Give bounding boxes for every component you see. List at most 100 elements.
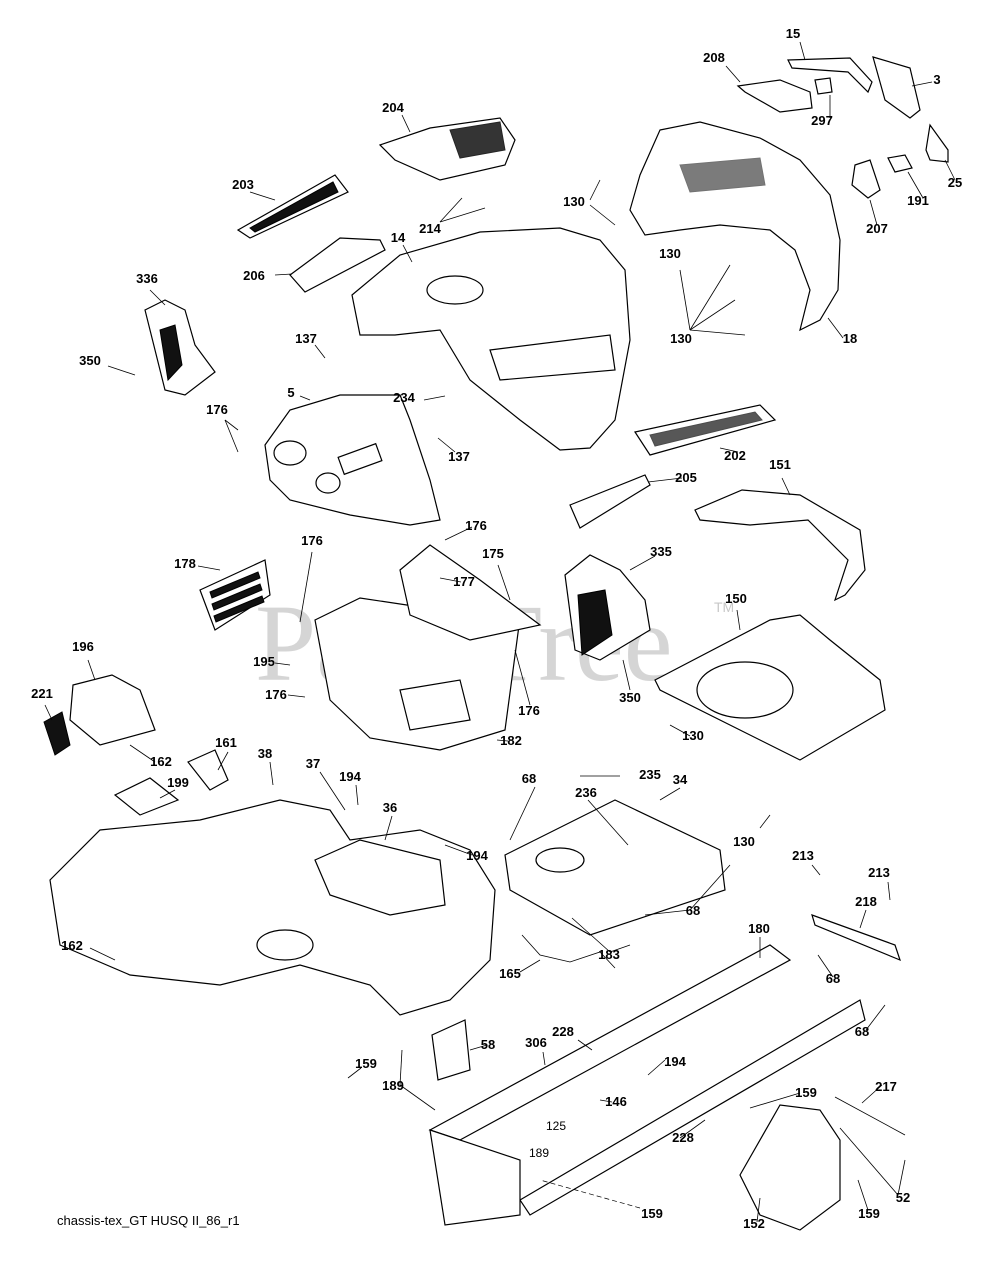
callout-205[interactable]: 205 [675,470,697,485]
callout-208[interactable]: 208 [703,50,725,65]
callout-137[interactable]: 137 [448,449,470,464]
callout-146[interactable]: 146 [605,1094,627,1109]
callout-159[interactable]: 159 [641,1206,663,1221]
callout-5[interactable]: 5 [287,385,294,400]
callout-68[interactable]: 68 [826,971,840,986]
callout-152[interactable]: 152 [743,1216,765,1231]
callout-162[interactable]: 162 [61,938,83,953]
callout-150[interactable]: 150 [725,591,747,606]
callout-194[interactable]: 194 [664,1054,686,1069]
part-175[interactable] [399,544,542,641]
part-bracket-208[interactable] [736,79,813,113]
part-grille-202[interactable] [634,404,777,456]
callout-176[interactable]: 176 [301,533,323,548]
part-vent-178[interactable] [199,559,271,631]
callout-3[interactable]: 3 [933,72,940,87]
callout-130[interactable]: 130 [670,331,692,346]
callout-182[interactable]: 182 [500,733,522,748]
part-25[interactable] [925,123,949,163]
callout-336[interactable]: 336 [136,271,158,286]
part-decal-221[interactable] [43,711,71,756]
callout-189[interactable]: 189 [382,1078,404,1093]
callout-350[interactable]: 350 [79,353,101,368]
part-207[interactable] [851,159,881,199]
callout-306[interactable]: 306 [525,1035,547,1050]
part-bumper-18[interactable] [629,121,841,332]
callout-68[interactable]: 68 [522,771,536,786]
callout-68[interactable]: 68 [855,1024,869,1039]
callout-38[interactable]: 38 [258,746,272,761]
callout-194[interactable]: 194 [466,848,488,863]
callout-159[interactable]: 159 [355,1056,377,1071]
callout-58[interactable]: 58 [481,1037,495,1052]
callout-159[interactable]: 159 [858,1206,880,1221]
callout-175[interactable]: 175 [482,546,504,561]
part-fender-deck[interactable] [49,799,496,1016]
callout-68[interactable]: 68 [686,903,700,918]
callout-130[interactable]: 130 [563,194,585,209]
callout-214[interactable]: 214 [419,221,441,236]
callout-161[interactable]: 161 [215,735,237,750]
callout-203[interactable]: 203 [232,177,254,192]
callout-130[interactable]: 130 [659,246,681,261]
part-bracket-218[interactable] [811,914,901,962]
callout-207[interactable]: 207 [866,221,888,236]
callout-165[interactable]: 165 [499,966,521,981]
callout-213[interactable]: 213 [792,848,814,863]
callout-130[interactable]: 130 [733,834,755,849]
part-bracket-58[interactable] [431,1019,471,1081]
callout-36[interactable]: 36 [383,800,397,815]
callout-191[interactable]: 191 [907,193,929,208]
part-pan-150[interactable] [654,614,886,761]
callout-176[interactable]: 176 [518,703,540,718]
part-205[interactable] [569,474,651,529]
callout-151[interactable]: 151 [769,457,791,472]
callout-235[interactable]: 235 [639,767,661,782]
part-rod-217[interactable] [834,1096,906,1136]
callout-176[interactable]: 176 [206,402,228,417]
part-191[interactable] [887,154,913,173]
callout-195[interactable]: 195 [253,654,275,669]
callout-196[interactable]: 196 [72,639,94,654]
callout-217[interactable]: 217 [875,1079,897,1094]
callout-34[interactable]: 34 [673,772,688,787]
callout-52[interactable]: 52 [896,1190,910,1205]
callout-159[interactable]: 159 [795,1085,817,1100]
callout-221[interactable]: 221 [31,686,53,701]
callout-183[interactable]: 183 [598,947,620,962]
part-frame-180[interactable] [428,944,866,1226]
part-3[interactable] [872,56,921,119]
part-seat-mount-152[interactable] [739,1104,841,1231]
part-dash-5[interactable] [264,394,441,526]
callout-15[interactable]: 15 [786,26,800,41]
callout-236[interactable]: 236 [575,785,597,800]
callout-297[interactable]: 297 [811,113,833,128]
callout-199[interactable]: 199 [167,775,189,790]
callout-37[interactable]: 37 [306,756,320,771]
callout-189[interactable]: 189 [529,1146,549,1160]
part-196[interactable] [69,674,156,746]
part-199[interactable] [113,777,180,816]
callout-130[interactable]: 130 [682,728,704,743]
callout-350[interactable]: 350 [619,690,641,705]
callout-194[interactable]: 194 [339,769,361,784]
callout-218[interactable]: 218 [855,894,877,909]
part-headlight-15[interactable] [787,57,873,94]
callout-180[interactable]: 180 [748,921,770,936]
callout-18[interactable]: 18 [843,331,857,346]
callout-335[interactable]: 335 [650,544,672,559]
callout-176[interactable]: 176 [465,518,487,533]
part-165[interactable] [521,934,616,969]
callout-228[interactable]: 228 [552,1024,574,1039]
callout-206[interactable]: 206 [243,268,265,283]
callout-162[interactable]: 162 [150,754,172,769]
callout-176[interactable]: 176 [265,687,287,702]
part-hood-14[interactable] [351,227,631,451]
callout-213[interactable]: 213 [868,865,890,880]
callout-228[interactable]: 228 [672,1130,694,1145]
callout-177[interactable]: 177 [453,574,475,589]
callout-234[interactable]: 234 [393,390,415,405]
part-trim-206[interactable] [289,237,386,293]
callout-25[interactable]: 25 [948,175,962,190]
callout-202[interactable]: 202 [724,448,746,463]
